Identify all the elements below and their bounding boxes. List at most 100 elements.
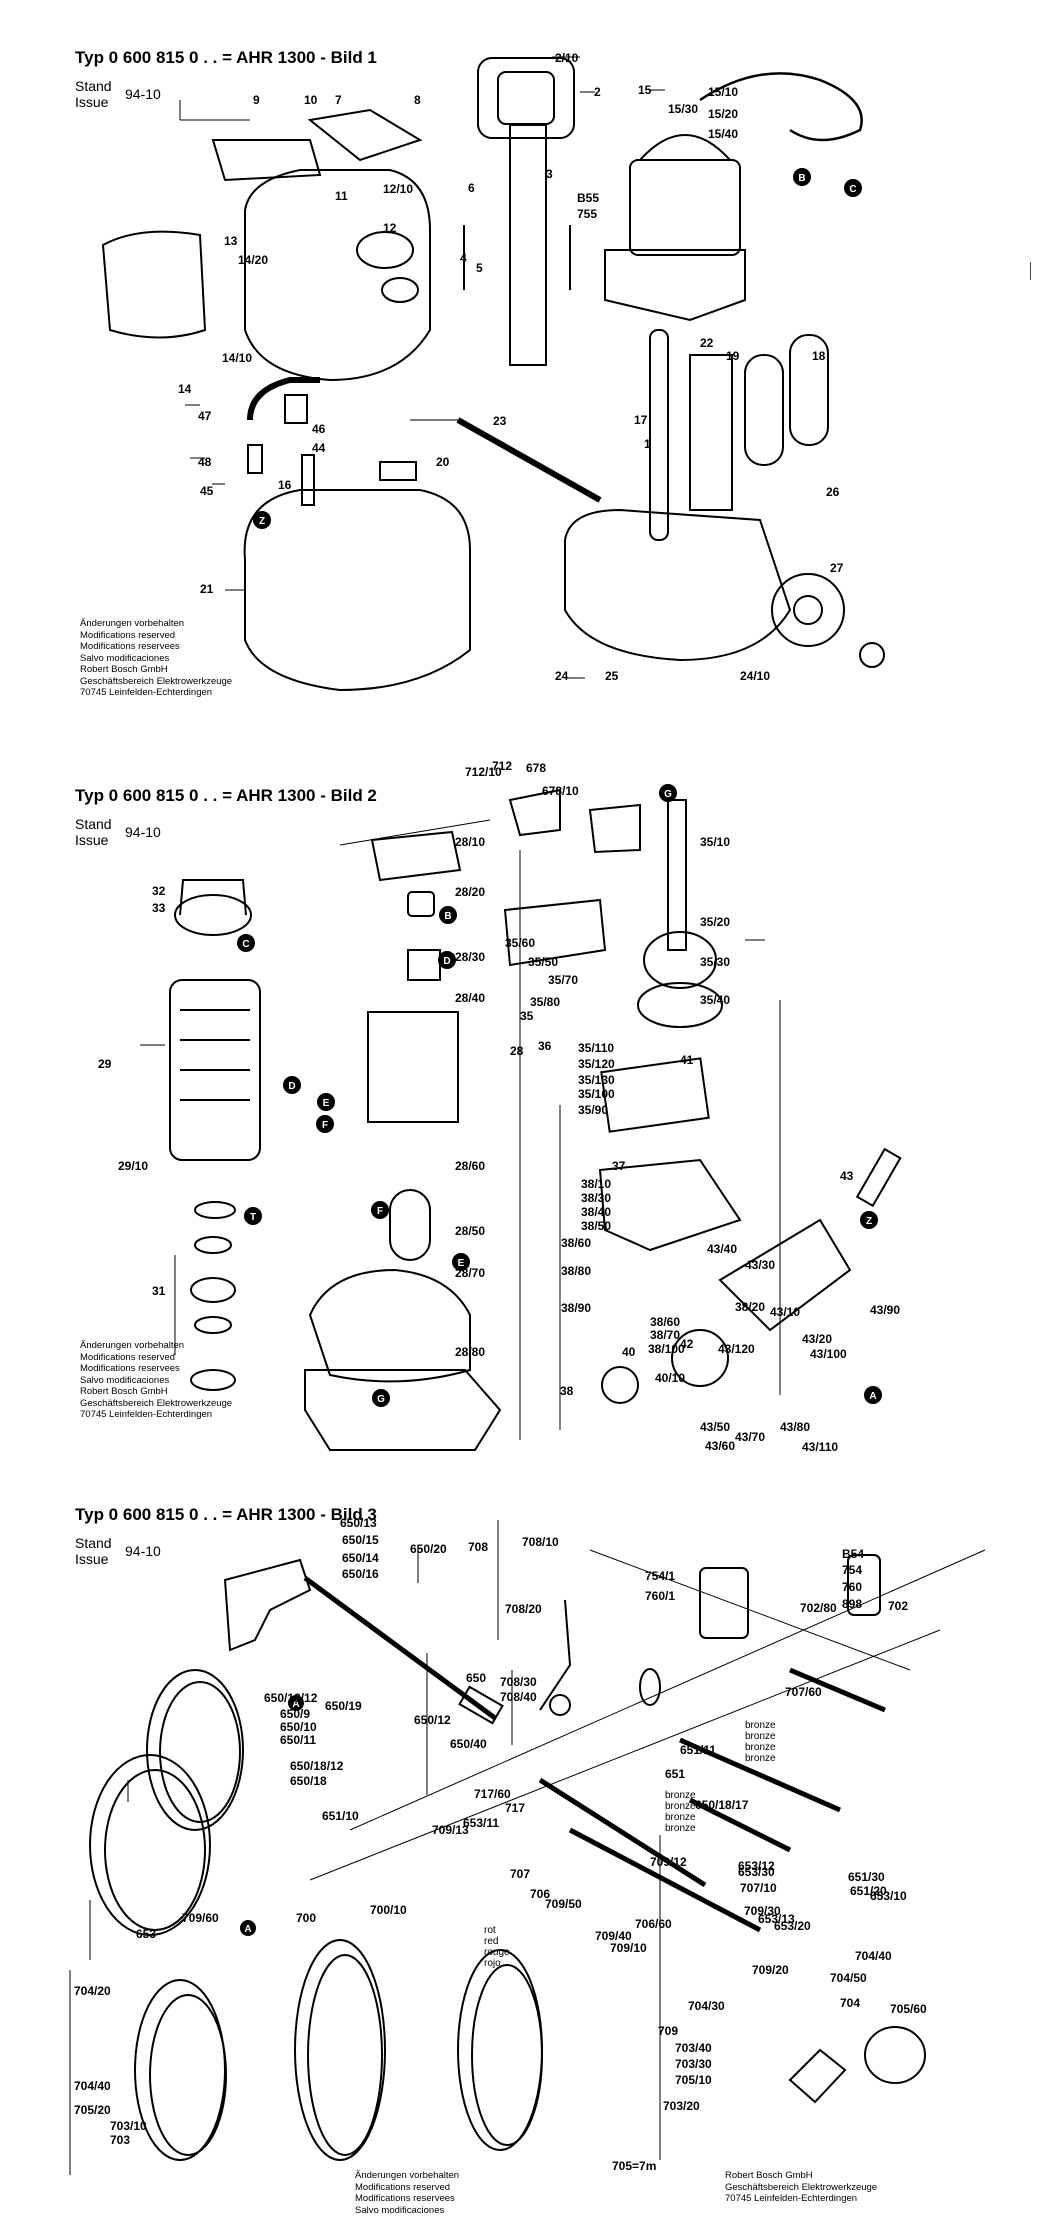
margin-tick (1030, 262, 1031, 280)
part-number-label: 702/80 (800, 1601, 837, 1615)
part-number-label: 650/19 (325, 1699, 362, 1713)
capacitor-box (367, 1011, 459, 1123)
part-number-label: 704 (840, 1996, 860, 2010)
part-number-label: 704/40 (855, 1949, 892, 1963)
part-number-label: 43/70 (735, 1430, 765, 1444)
part-number-label: 755 (577, 207, 597, 221)
power-cord (699, 72, 863, 142)
part-number-label: 35/80 (530, 995, 560, 1009)
bronze-label-line: bronze (745, 1753, 776, 1764)
company-line: 70745 Leinfelden-Echterdingen (80, 1409, 213, 1420)
hose-coil-650-18 (146, 1669, 244, 1831)
part-number-label: 44 (312, 441, 326, 455)
part-number-label: 705/60 (890, 2002, 927, 2016)
part-number-label: 43/120 (718, 1342, 755, 1356)
company-line: Geschäftsbereich Elektrowerkzeuge (725, 2181, 878, 2193)
part-number-label: 709/10 (610, 1941, 647, 1955)
issue-label: Issue (75, 94, 109, 110)
part-number-label: 38/30 (581, 1191, 611, 1205)
part-number-label: 43/100 (810, 1347, 847, 1361)
part-number-label: 21 (200, 582, 214, 596)
part-number-label: 700/10 (370, 1903, 407, 1917)
part-number-label: 754/1 (645, 1569, 675, 1583)
part-number-label: 709/13 (432, 1823, 469, 1837)
hose-coil-700 (89, 1754, 211, 1936)
part-number-label: 650/18/12 (264, 1691, 318, 1705)
part-number-label: 651/10 (322, 1809, 359, 1823)
issue-label: Issue (75, 832, 109, 848)
part-number-label: 28/60 (455, 1159, 485, 1173)
part-number-label: 4 (460, 251, 467, 265)
notes-block: Änderungen vorbehalten Modifications res… (355, 2170, 459, 2216)
part-number-label: 704/20 (74, 1984, 111, 1998)
motor-housing (629, 159, 741, 256)
part-number-label: 28/20 (455, 885, 485, 899)
note-line: Salvo modificaciones (80, 652, 170, 664)
marker-a: A (244, 1924, 251, 1935)
part-number-label: 653/11 (463, 1816, 499, 1830)
part-number-label: 43/60 (705, 1439, 735, 1453)
part-number-label: 28/10 (455, 835, 485, 849)
notes-block: Änderungen vorbehalten Modifications res… (80, 618, 232, 699)
bronze-label-line: bronze (665, 1823, 696, 1834)
part-number-label: 35/90 (578, 1103, 608, 1117)
marker-d: D (443, 956, 450, 967)
part-number-label: 28/30 (455, 950, 485, 964)
brush-704 (864, 2026, 926, 2084)
part-number-label: 678/10 (542, 784, 579, 798)
color-label-line: rot (484, 1925, 496, 1936)
part-number-label: 705=7m (612, 2159, 656, 2173)
bronze-label-line: bronze (665, 1801, 696, 1812)
bronze-label-line: bronze (665, 1812, 696, 1823)
part-number-label: 40 (622, 1345, 636, 1359)
part-number-label: 32 (152, 884, 166, 898)
part-number-label: 28 (510, 1044, 524, 1058)
part-number-label: 33 (152, 901, 166, 915)
note-line: Änderungen vorbehalten (80, 1340, 185, 1351)
part-number-label: 708/40 (500, 1690, 537, 1704)
part-number-label: 35/130 (578, 1073, 615, 1087)
part-number-label: 43/30 (745, 1258, 775, 1272)
cartridge-22 (689, 354, 733, 511)
part-number-label: 754 (842, 1563, 862, 1577)
note-line: Modifications reserved (80, 629, 176, 641)
part-number-label: 23 (493, 414, 507, 428)
bronze-labels-b: bronze bronze bronze bronze (665, 1790, 696, 1834)
part-number-label: 650/10 (280, 1720, 317, 1734)
part-number-label: 28/80 (455, 1345, 485, 1359)
part-number-label: 48 (198, 455, 212, 469)
issue-value: 94-10 (125, 86, 161, 102)
part-number-label: 11 (335, 189, 348, 203)
company-line: Robert Bosch GmbH (80, 664, 168, 675)
part-number-label: 37 (612, 1159, 626, 1173)
part-number-label: 29/10 (118, 1159, 148, 1173)
part-number-label: 653/10 (870, 1889, 907, 1903)
trolley-base (564, 508, 792, 662)
part-number-label: 5 (476, 261, 483, 275)
part-number-label: 38/60 (650, 1315, 680, 1329)
company-line: Robert Bosch GmbH (725, 2170, 813, 2181)
pump-head-35-40 (637, 982, 723, 1028)
part-number-label: 29 (98, 1057, 112, 1071)
part-number-label: 712 (492, 759, 512, 773)
part-number-label: 653/30 (738, 1865, 775, 1879)
part-number-label: 898 (842, 1597, 862, 1611)
part-number-label: 27 (830, 561, 844, 575)
part-number-label: 650/18 (290, 1774, 327, 1788)
note-line: Modifications reservees (80, 1363, 180, 1374)
part-number-label: 651/20 (850, 1884, 887, 1898)
part-number-label: 38 (560, 1384, 574, 1398)
brush-703 (788, 2048, 847, 2104)
part-number-label: 15/10 (708, 85, 738, 99)
part-number-label: 26 (826, 485, 840, 499)
fan-33 (174, 894, 252, 936)
marker-e: E (458, 1258, 465, 1269)
part-number-label: 24 (555, 669, 569, 683)
part-number-label: 40/10 (655, 1371, 685, 1385)
part-number-label: 42 (680, 1337, 694, 1351)
part-number-label: 38/40 (581, 1205, 611, 1219)
marker-c: C (242, 939, 249, 950)
bronze-labels-a: bronze bronze bronze bronze (745, 1720, 776, 1764)
part-number-label: 703/40 (675, 2041, 712, 2055)
